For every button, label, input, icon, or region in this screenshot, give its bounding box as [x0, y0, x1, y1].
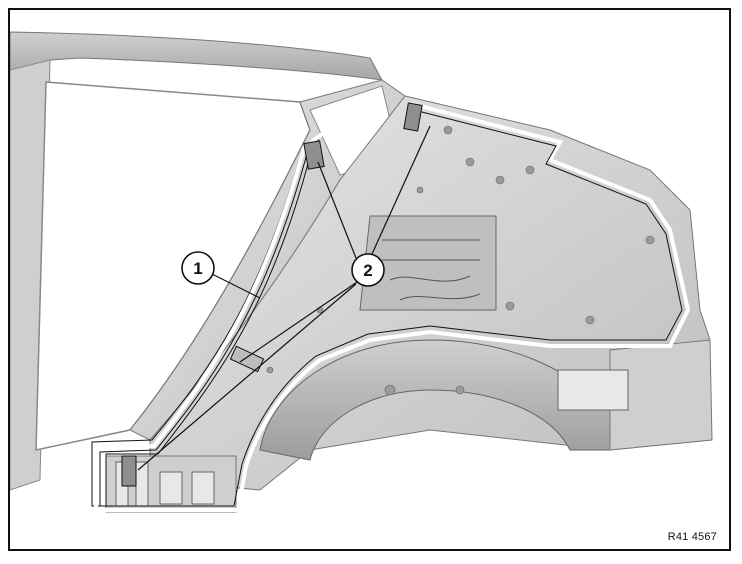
- callout-1: 1: [181, 251, 215, 285]
- callout-2: 2: [351, 253, 385, 287]
- reference-code: R41 4567: [667, 531, 717, 543]
- cut-marker-lower: [121, 455, 137, 487]
- diagram-frame: 1 2 R41 4567: [8, 8, 731, 551]
- section-cut-outline: [94, 102, 691, 512]
- cut-marker-roof: [403, 102, 423, 132]
- section-cut-outline-inner: [99, 109, 683, 507]
- leader-lines: [137, 125, 431, 471]
- callout-2-label: 2: [363, 261, 372, 280]
- rear-end-section: [609, 339, 713, 451]
- recess-pattern: [382, 239, 481, 301]
- panel-holes: [266, 125, 655, 396]
- rear-light-housing: [557, 369, 629, 411]
- body-side-panel-illustration: 1 2: [10, 31, 713, 513]
- cut-marker-upper: [303, 140, 325, 170]
- callout-1-label: 1: [193, 259, 202, 278]
